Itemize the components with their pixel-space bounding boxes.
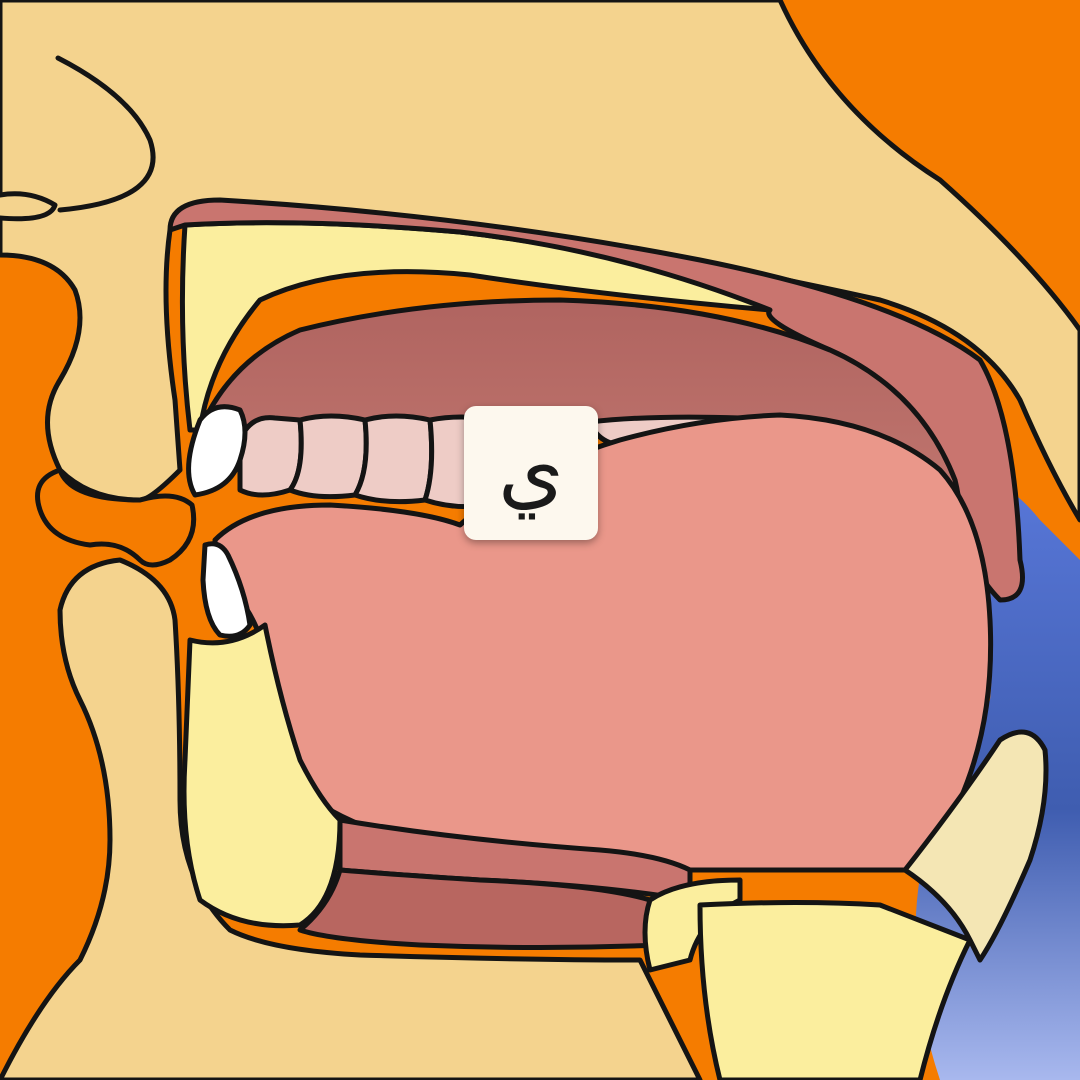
upper-incisor [186,404,248,498]
epiglottis [902,729,1049,963]
lower-incisor [200,541,253,639]
letter-card: ي [464,406,598,540]
nose-wing [55,55,156,213]
larynx [697,900,973,1080]
arabic-letter: ي [498,421,564,519]
chin-skin [0,557,703,1080]
nostril [0,191,58,222]
floor-of-mouth-lower [297,867,663,950]
upper-lip [35,467,197,568]
palate [167,197,1025,603]
